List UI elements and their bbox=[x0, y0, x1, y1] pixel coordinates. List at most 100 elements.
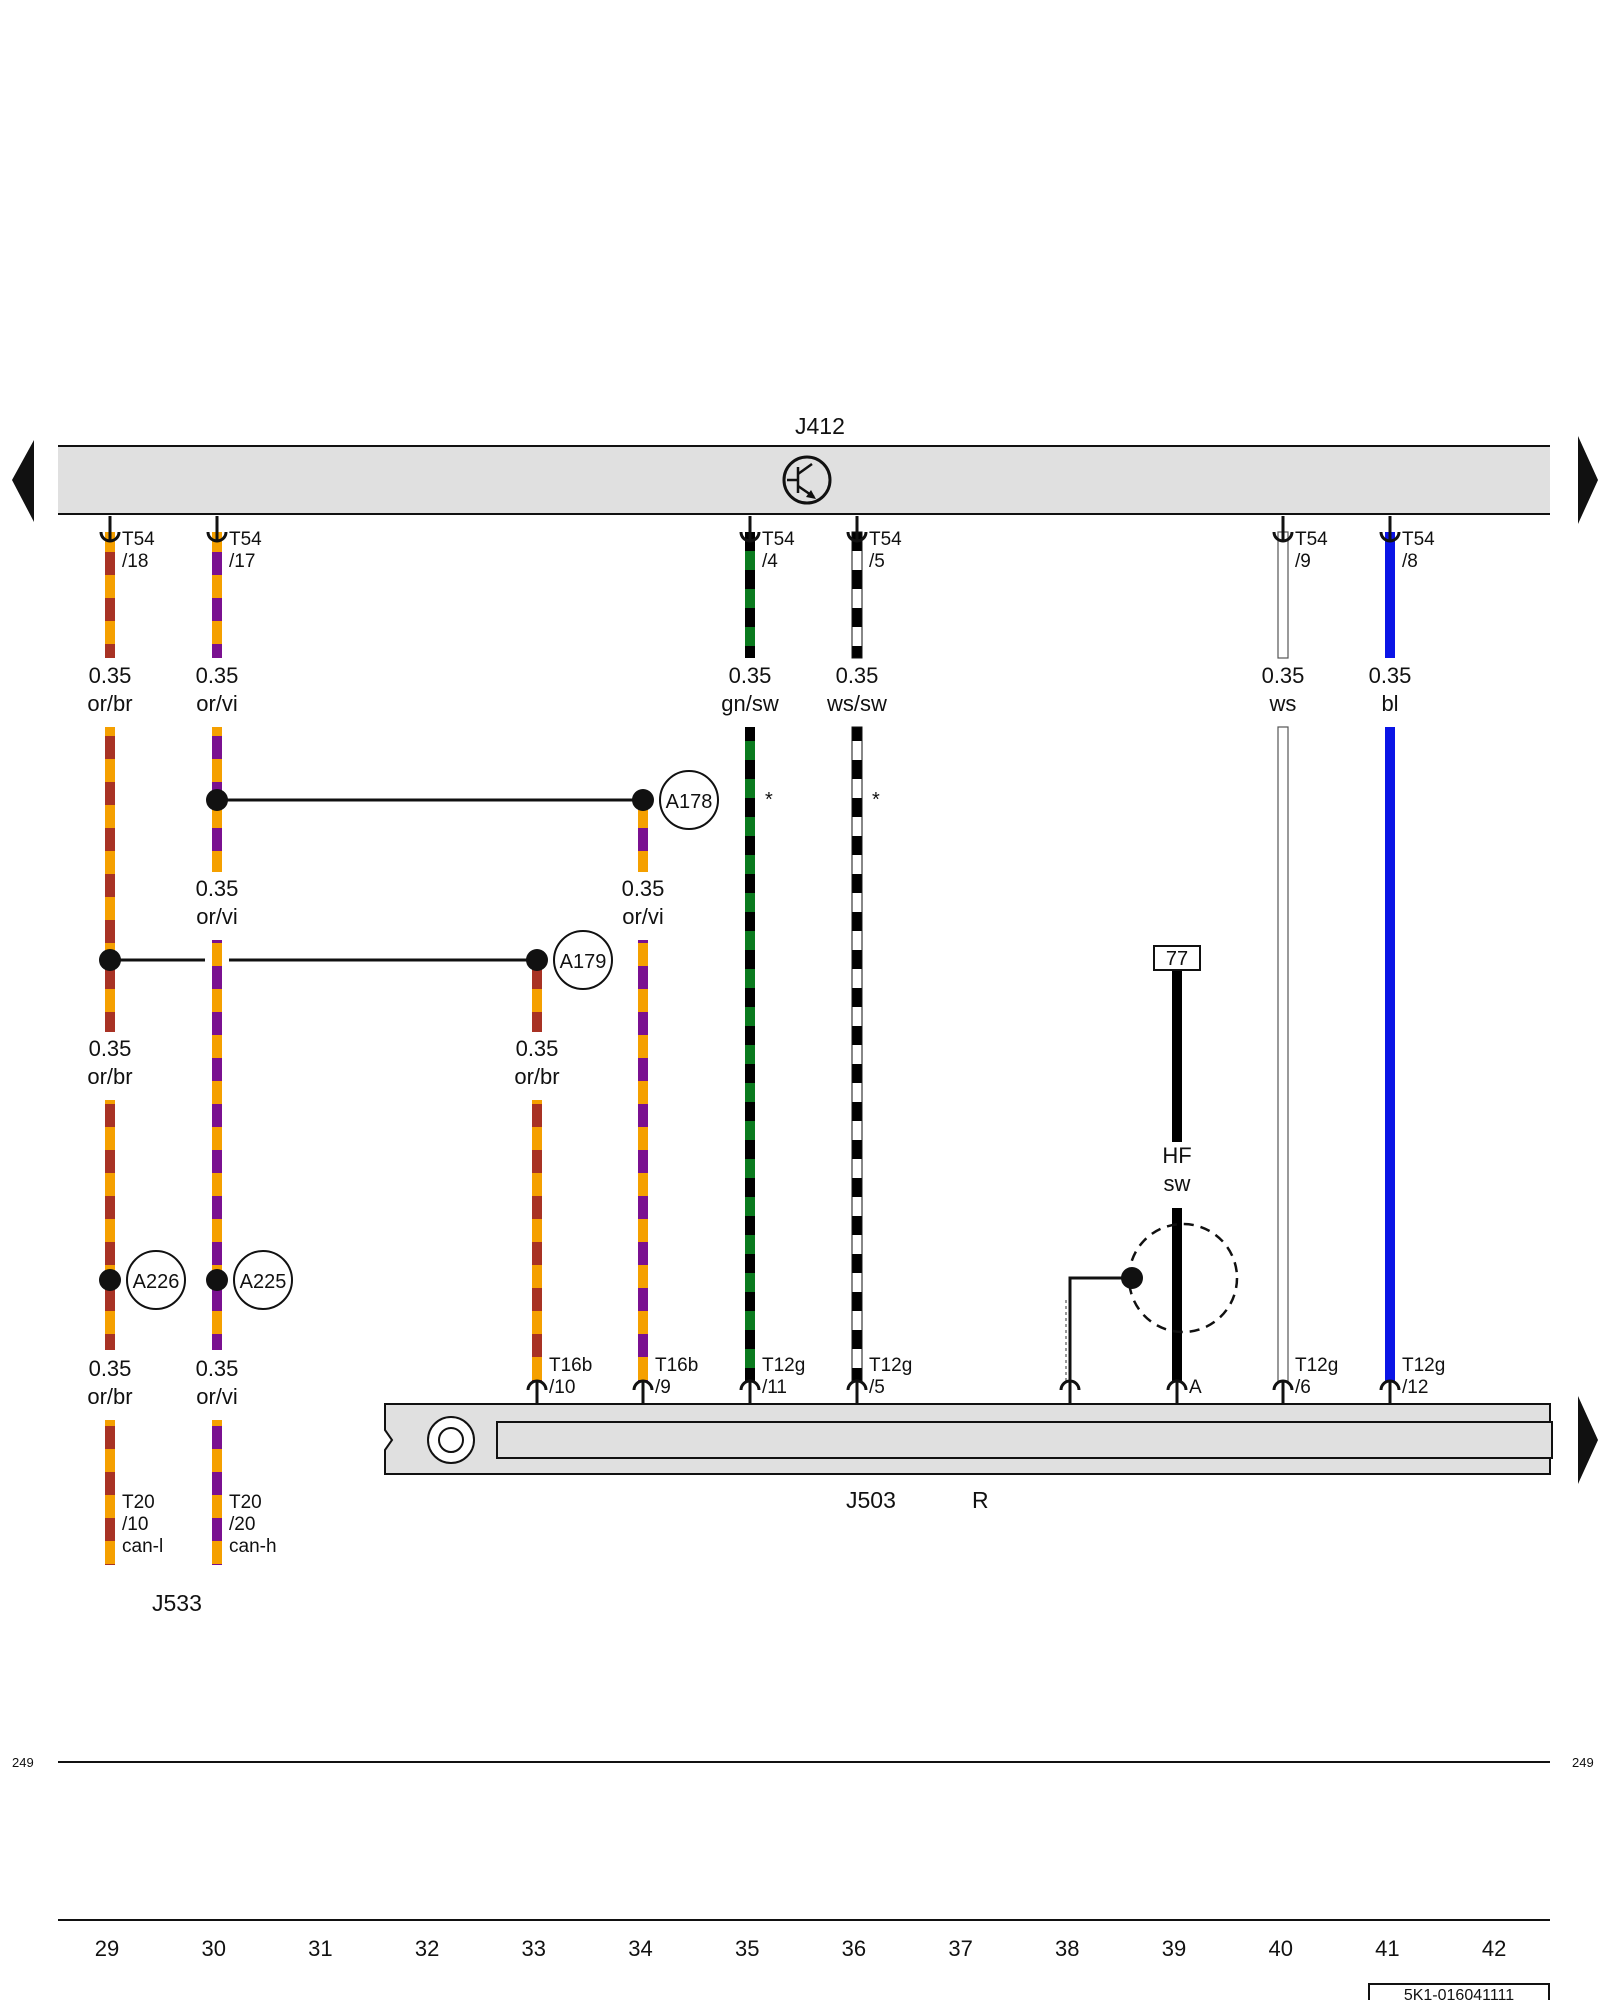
column-number: 31 bbox=[308, 1936, 332, 1961]
wire-color: or/vi bbox=[196, 1384, 238, 1409]
wire-color: or/vi bbox=[622, 904, 664, 929]
page-ref-left: 249 bbox=[12, 1755, 34, 1770]
wire-size: 0.35 bbox=[196, 1356, 239, 1381]
connector-t12g-11-a: T12g bbox=[762, 1355, 805, 1376]
svg-text:A225: A225 bbox=[240, 1271, 287, 1293]
connector-t20-10-a: T20 bbox=[122, 1492, 155, 1513]
transistor-icon bbox=[782, 455, 832, 505]
wire-size: 0.35 bbox=[729, 663, 772, 688]
wire-size: 0.35 bbox=[89, 663, 132, 688]
arrow-right-icon bbox=[1578, 436, 1598, 524]
wire-color: or/br bbox=[514, 1064, 559, 1089]
wire-30-seg4 bbox=[212, 1420, 222, 1565]
ground-ref-label: 77 bbox=[1166, 948, 1188, 970]
wire-33-seg2 bbox=[532, 1100, 542, 1382]
wire-color: or/br bbox=[87, 1064, 132, 1089]
wire-34-seg1 bbox=[638, 800, 648, 872]
connector-t20-10-c: can-l bbox=[122, 1536, 163, 1557]
wire-29-seg2 bbox=[105, 727, 115, 1032]
splice-dot bbox=[99, 1269, 121, 1291]
doc-id: 5K1-016041111 bbox=[1404, 1987, 1514, 2000]
connector-t54-5-b: /5 bbox=[869, 551, 885, 572]
column-number: 35 bbox=[735, 1936, 759, 1961]
shield-ground-wire bbox=[1068, 1276, 1132, 1382]
splice-a226: A226 bbox=[126, 1250, 186, 1310]
j412-label: J412 bbox=[795, 413, 845, 439]
pin-icons-bottom bbox=[526, 1379, 1401, 1404]
splice-dot bbox=[99, 949, 121, 971]
wire-size: 0.35 bbox=[196, 876, 239, 901]
wire-color: gn/sw bbox=[721, 691, 779, 716]
wire-color: or/vi bbox=[196, 691, 238, 716]
connector-t20-20-c: can-h bbox=[229, 1536, 277, 1557]
svg-text:A226: A226 bbox=[133, 1271, 180, 1293]
wire-color: ws/sw bbox=[826, 691, 887, 716]
connector-t12g-5-a: T12g bbox=[869, 1355, 912, 1376]
connector-t12g-5-b: /5 bbox=[869, 1377, 885, 1398]
connector-t54-5-a: T54 bbox=[869, 529, 902, 550]
wire-size: 0.35 bbox=[89, 1356, 132, 1381]
pin-a-label: A bbox=[1189, 1377, 1202, 1398]
wire-color: or/br bbox=[87, 691, 132, 716]
splice-a179: A179 bbox=[553, 930, 613, 990]
wire-color: or/br bbox=[87, 1384, 132, 1409]
connector-t54-8-a: T54 bbox=[1402, 529, 1435, 550]
wire-41-seg2 bbox=[1385, 727, 1395, 1382]
column-number: 41 bbox=[1375, 1936, 1399, 1961]
connector-t20-10-b: /10 bbox=[122, 1514, 148, 1535]
j503-label: J503 bbox=[846, 1487, 896, 1513]
column-number: 38 bbox=[1055, 1936, 1079, 1961]
wire-size: HF bbox=[1162, 1143, 1191, 1168]
connector-t12g-12-a: T12g bbox=[1402, 1355, 1445, 1376]
connector-t54-18-b: /18 bbox=[122, 551, 148, 572]
connector-t54-17-a: T54 bbox=[229, 529, 262, 550]
connector-t12g-12-b: /12 bbox=[1402, 1377, 1428, 1398]
wire-33-seg1 bbox=[532, 960, 542, 1032]
wire-size: 0.35 bbox=[1262, 663, 1305, 688]
wire-size: 0.35 bbox=[196, 663, 239, 688]
asterisk-36: * bbox=[872, 789, 880, 811]
connector-t16b-9-a: T16b bbox=[655, 1355, 698, 1376]
splice-dot bbox=[632, 789, 654, 811]
splice-dot bbox=[206, 789, 228, 811]
j503-suffix: R bbox=[972, 1487, 989, 1513]
connector-t54-9-a: T54 bbox=[1295, 529, 1328, 550]
wire-39-seg2 bbox=[1172, 1208, 1182, 1382]
column-number: 32 bbox=[415, 1936, 439, 1961]
wire-size: 0.35 bbox=[836, 663, 879, 688]
wire-35-seg2 bbox=[745, 727, 755, 1382]
svg-text:A179: A179 bbox=[560, 951, 607, 973]
connector-t12g-6-a: T12g bbox=[1295, 1355, 1338, 1376]
wire-size: 0.35 bbox=[1369, 663, 1412, 688]
wire-color: ws bbox=[1269, 691, 1297, 716]
connector-t20-20-b: /20 bbox=[229, 1514, 255, 1535]
column-number: 37 bbox=[948, 1936, 972, 1961]
wire-30-seg3 bbox=[212, 940, 222, 1350]
connector-t16b-9-b: /9 bbox=[655, 1377, 671, 1398]
pin-icons-top bbox=[99, 516, 1401, 543]
connector-t12g-6-b: /6 bbox=[1295, 1377, 1311, 1398]
wire-29-seg3 bbox=[105, 1100, 115, 1350]
column-number: 29 bbox=[95, 1936, 119, 1961]
connector-t54-17-b: /17 bbox=[229, 551, 255, 572]
connector-t16b-10-b: /10 bbox=[549, 1377, 575, 1398]
wire-color: or/vi bbox=[196, 904, 238, 929]
page-ref-right: 249 bbox=[1572, 1755, 1594, 1770]
wire-36 bbox=[851, 531, 863, 1383]
wire-color: bl bbox=[1381, 691, 1398, 716]
connector-t20-20-a: T20 bbox=[229, 1492, 262, 1513]
j533-label: J533 bbox=[152, 1590, 202, 1616]
wire-29-seg4 bbox=[105, 1420, 115, 1565]
wire-40 bbox=[1277, 531, 1289, 1383]
splice-dot bbox=[526, 949, 548, 971]
connector-t54-4-b: /4 bbox=[762, 551, 778, 572]
splice-a225: A225 bbox=[233, 1250, 293, 1310]
column-number: 40 bbox=[1268, 1936, 1292, 1961]
wire-30-seg1 bbox=[212, 532, 222, 658]
wire-size: 0.35 bbox=[622, 876, 665, 901]
wire-color: sw bbox=[1164, 1171, 1191, 1196]
connector-t54-8-b: /8 bbox=[1402, 551, 1418, 572]
wire-size: 0.35 bbox=[89, 1036, 132, 1061]
